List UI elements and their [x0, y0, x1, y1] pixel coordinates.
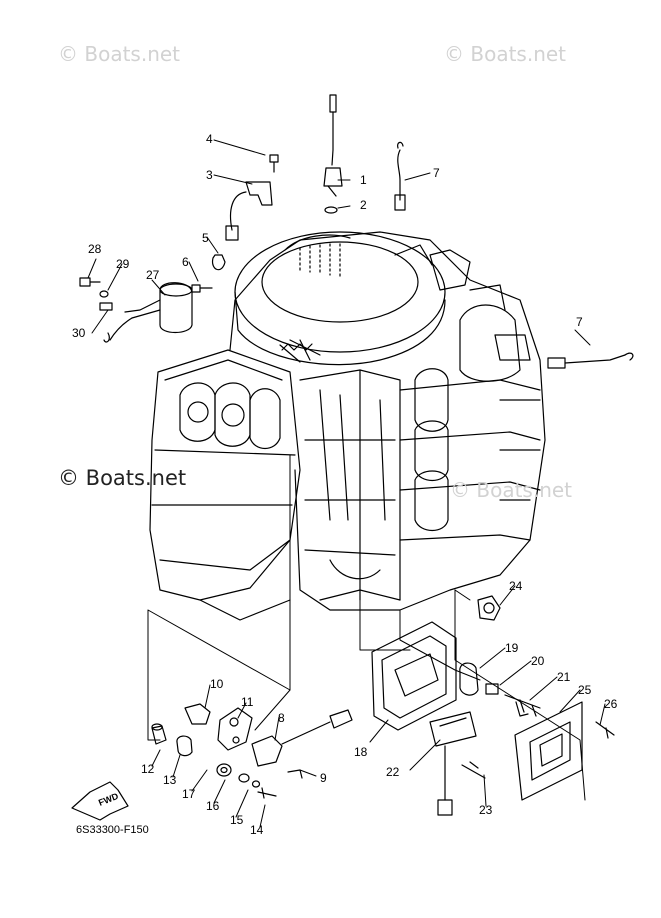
callout-26: 26: [604, 697, 618, 711]
callout-10: 10: [210, 677, 224, 691]
callout-22: 22: [386, 765, 400, 779]
callout-21: 21: [557, 670, 571, 684]
diagram-code: 6S33300-F150: [76, 824, 149, 836]
callout-1: 1: [360, 173, 367, 187]
callout-24: 24: [509, 579, 523, 593]
callout-20: 20: [531, 654, 545, 668]
callout-14: 14: [250, 823, 264, 837]
callout-9: 9: [320, 771, 327, 785]
callout-29: 29: [116, 257, 130, 271]
callout-8: 8: [278, 711, 285, 725]
callout-13: 13: [163, 773, 177, 787]
linkage-parts-lower: [151, 703, 353, 799]
callout-23: 23: [479, 803, 493, 817]
watermark-center-right: © Boats.net: [450, 478, 573, 502]
callout-5: 5: [202, 231, 209, 245]
callout-2: 2: [360, 198, 367, 212]
callout-7a: 7: [433, 166, 440, 180]
watermark-main: © Boats.net: [58, 466, 187, 490]
watermark-top-left: © Boats.net: [58, 42, 181, 66]
callout-4: 4: [206, 132, 213, 146]
callout-18: 18: [354, 745, 368, 759]
callout-17: 17: [182, 787, 196, 801]
callout-15: 15: [230, 813, 244, 827]
callout-27: 27: [146, 268, 160, 282]
module-parts-right: [371, 595, 615, 816]
watermark-top-right: © Boats.net: [444, 42, 567, 66]
callout-30: 30: [72, 326, 86, 340]
callout-16: 16: [206, 799, 220, 813]
callout-25: 25: [578, 683, 592, 697]
fwd-label: FWD: [97, 791, 120, 808]
callout-19: 19: [505, 641, 519, 655]
engine-block: [149, 231, 546, 621]
fwd-arrow: FWD: [71, 781, 129, 821]
sensor-parts-top: [79, 94, 634, 369]
callout-3: 3: [206, 168, 213, 182]
callout-12: 12: [141, 762, 155, 776]
callout-6: 6: [182, 255, 189, 269]
callout-labels: 1 2 3 4 5 6 7 7 8 9 10 11 12 13 14 15 16…: [72, 132, 618, 837]
callout-11: 11: [241, 695, 254, 709]
callout-28: 28: [88, 242, 102, 256]
callout-7b: 7: [576, 315, 583, 329]
